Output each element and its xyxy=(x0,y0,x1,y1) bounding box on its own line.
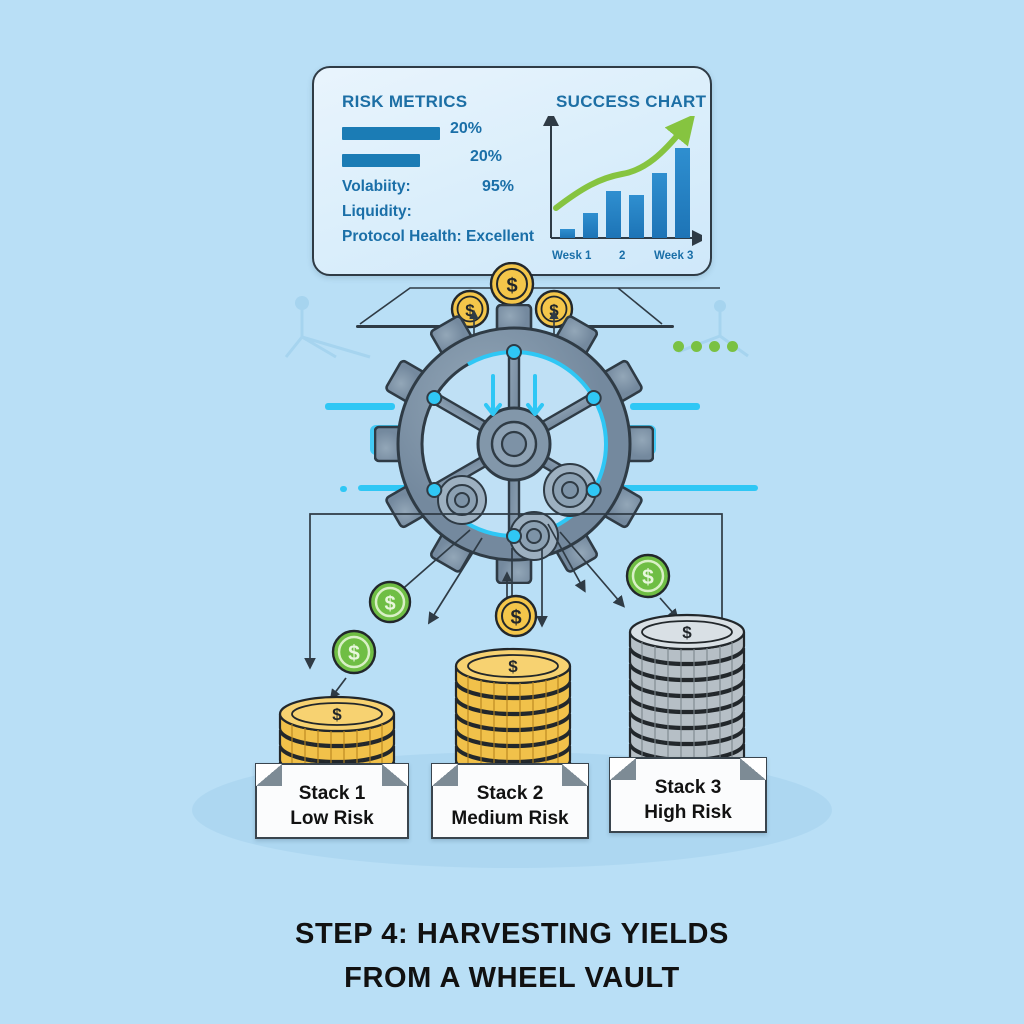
decor-cyan-bar xyxy=(325,403,395,410)
card-fold-icon xyxy=(382,764,408,786)
stack-1-name: Stack 1 xyxy=(298,783,366,804)
card-fold-icon xyxy=(562,764,588,786)
svg-text:$: $ xyxy=(508,657,518,676)
chart-tick-label: Wesk 1 xyxy=(552,250,592,262)
metric-label-protocol-health: Protocol Health: Excellent xyxy=(342,228,535,245)
metric-bar-2 xyxy=(342,154,420,167)
decor-green-dot xyxy=(709,341,720,352)
stack-label-card-2[interactable]: Stack 2 Medium Risk xyxy=(431,763,589,839)
title-line-2: FROM A WHEEL VAULT xyxy=(344,962,680,994)
chart-bar xyxy=(606,191,621,238)
stack-3-risk: High Risk xyxy=(644,802,732,823)
chart-tick-label: 2 xyxy=(619,250,626,262)
svg-text:$: $ xyxy=(384,593,395,615)
card-fold-icon xyxy=(610,758,636,780)
chart-bar xyxy=(560,229,575,238)
success-chart-header: SUCCESS CHART xyxy=(556,92,707,111)
card-fold-icon xyxy=(740,758,766,780)
falling-coin-green-1: $ xyxy=(368,580,412,624)
title-line-1: STEP 4: HARVESTING YIELDS xyxy=(295,918,729,950)
chart-axes xyxy=(543,116,702,246)
decor-dark-bar xyxy=(356,325,476,328)
decor-dark-bar xyxy=(556,325,674,328)
decor-green-dot xyxy=(691,341,702,352)
stack-2-name: Stack 2 xyxy=(476,783,544,804)
circuit-decor-left xyxy=(284,296,371,359)
wheel-vault-gear[interactable] xyxy=(374,304,654,584)
metric-value-2: 20% xyxy=(470,148,503,165)
svg-text:$: $ xyxy=(506,275,517,297)
falling-coin-gold: $ xyxy=(494,594,538,638)
metric-label-volatility: Volabiity: xyxy=(342,178,411,195)
chart-tick-label: Week 3 xyxy=(654,250,694,262)
decor-cyan-bar xyxy=(630,403,700,410)
page-title: STEP 4: HARVESTING YIELDS FROM A WHEEL V… xyxy=(0,912,1024,1000)
success-chart: Wesk 1 2 Week 3 xyxy=(542,116,702,266)
falling-coin-green-2: $ xyxy=(329,629,377,700)
panel-to-gear-connectors xyxy=(359,287,720,325)
metric-label-liquidity: Liquidity: xyxy=(342,203,412,220)
stack-label-card-3[interactable]: Stack 3 High Risk xyxy=(609,757,767,833)
metric-value-volatility: 95% xyxy=(482,178,515,195)
metrics-panel: RISK METRICS SUCCESS CHART 20% 20% Volab… xyxy=(312,66,712,276)
chart-bar xyxy=(652,173,667,238)
chart-trend-arrow xyxy=(553,116,696,211)
chart-bar xyxy=(629,195,644,238)
risk-metrics-header: RISK METRICS xyxy=(342,92,468,111)
card-fold-icon xyxy=(432,764,458,786)
svg-text:$: $ xyxy=(642,566,654,589)
decor-green-dot xyxy=(673,341,684,352)
svg-text:$: $ xyxy=(332,705,342,724)
falling-coin-green-3: $ xyxy=(625,553,679,620)
stack-3-name: Stack 3 xyxy=(654,777,722,798)
stack-label-card-1[interactable]: Stack 1 Low Risk xyxy=(255,763,409,839)
chart-bar xyxy=(583,213,598,238)
stack-2-risk: Medium Risk xyxy=(451,808,569,829)
decor-green-dot xyxy=(727,341,738,352)
stack-1-risk: Low Risk xyxy=(290,808,374,829)
decor-cyan-bar xyxy=(340,486,347,492)
chart-bar xyxy=(675,148,690,238)
decor-cyan-bar xyxy=(618,485,758,491)
svg-text:$: $ xyxy=(510,607,521,629)
svg-text:$: $ xyxy=(348,642,360,665)
metric-bar-1 xyxy=(342,127,440,140)
svg-text:$: $ xyxy=(682,623,692,642)
metric-value-1: 20% xyxy=(450,120,483,137)
card-fold-icon xyxy=(256,764,282,786)
